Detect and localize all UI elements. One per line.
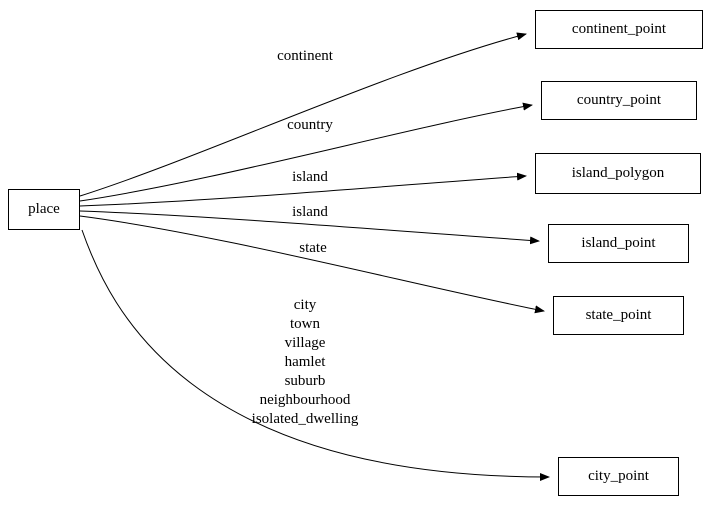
edge-label-state: state (299, 240, 327, 256)
node-place: place (8, 189, 80, 230)
node-place-label: place (28, 201, 60, 217)
node-state-point: state_point (553, 296, 684, 335)
edge-place-state-point (79, 215, 545, 314)
edge-label-island-point: island (292, 204, 328, 220)
edge-place-island-point (79, 210, 540, 245)
node-island-polygon: island_polygon (535, 153, 701, 194)
node-island-point: island_point (548, 224, 689, 263)
node-city-point: city_point (558, 457, 679, 496)
edge-place-country-point (79, 102, 533, 202)
node-country-point: country_point (541, 81, 697, 120)
edge-label-island-polygon: island (292, 169, 328, 185)
node-city-point-label: city_point (588, 468, 649, 484)
edge-place-island-polygon (79, 172, 527, 207)
node-continent-point: continent_point (535, 10, 703, 49)
edge-place-continent-point (79, 32, 527, 197)
edge-place-city-point (81, 229, 550, 481)
node-country-point-label: country_point (576, 92, 662, 108)
node-island-polygon-label: island_polygon (571, 165, 665, 181)
edge-label-continent: continent (277, 48, 333, 64)
node-island-point-label: island_point (581, 235, 656, 251)
node-state-point-label: state_point (585, 307, 652, 323)
node-continent-point-label: continent_point (571, 21, 667, 37)
edge-label-city-group: city town village hamlet suburb neighbou… (251, 297, 359, 427)
edge-label-country: country (287, 117, 333, 133)
